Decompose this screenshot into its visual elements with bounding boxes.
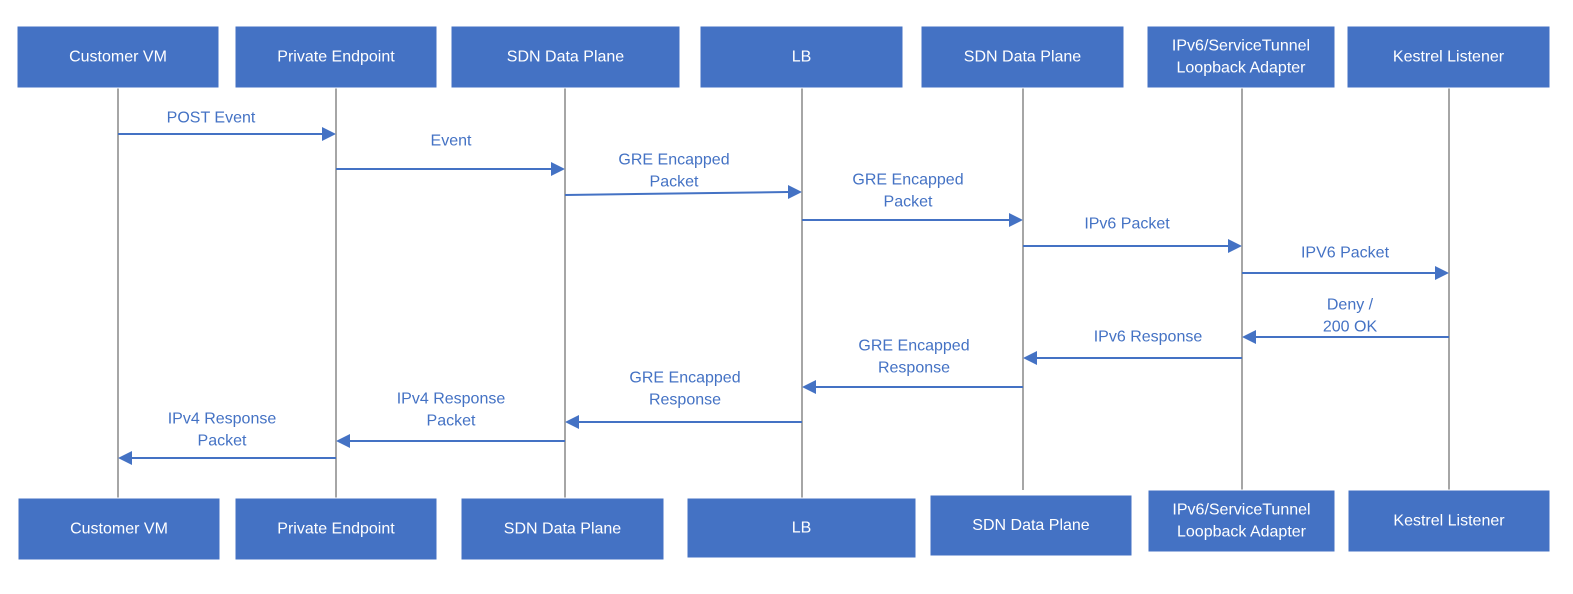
- arrowhead-icon: [551, 162, 565, 176]
- message-label: GRE Encapped: [852, 172, 963, 189]
- arrowhead-icon: [565, 415, 579, 429]
- participant-box-bottom-sdn-data-plane-2: SDN Data Plane: [929, 494, 1133, 557]
- message-label: Packet: [427, 413, 476, 430]
- message-label: Packet: [650, 174, 699, 191]
- participant-box-bottom-private-endpoint: Private Endpoint: [234, 497, 438, 561]
- arrowhead-icon: [788, 185, 802, 199]
- participant-box-top-private-endpoint: Private Endpoint: [234, 25, 438, 89]
- participant-box-top-customer-vm: Customer VM: [16, 25, 220, 89]
- participant-label: Kestrel Listener: [1393, 49, 1505, 66]
- participant-box-rect: [1147, 489, 1336, 553]
- participant-label: SDN Data Plane: [507, 49, 624, 66]
- participant-label: IPv6/ServiceTunnel: [1172, 38, 1310, 55]
- message-arrow-6: IPV6 Packet: [1242, 245, 1449, 280]
- participant-box-rect: [17, 497, 221, 561]
- participant-box-rect: [16, 25, 220, 89]
- participant-label: Private Endpoint: [277, 521, 395, 538]
- arrowhead-icon: [1009, 213, 1023, 227]
- participant-label: Loopback Adapter: [1177, 60, 1307, 77]
- participant-box-rect: [1146, 25, 1336, 89]
- participant-box-rect: [929, 494, 1133, 557]
- participant-box-rect: [450, 25, 681, 89]
- participant-box-bottom-sdn-data-plane-1: SDN Data Plane: [460, 497, 665, 561]
- participant-label: SDN Data Plane: [964, 49, 1081, 66]
- participant-label: LB: [792, 520, 812, 537]
- message-arrow-1: POST Event: [118, 110, 336, 141]
- message-label: IPv4 Response: [168, 411, 277, 428]
- message-arrow-7: Deny / 200 OK: [1242, 297, 1449, 344]
- message-label: Packet: [198, 433, 247, 450]
- message-label: Response: [878, 360, 950, 377]
- arrowhead-icon: [1228, 239, 1242, 253]
- arrowhead-icon: [1023, 351, 1037, 365]
- participant-box-rect: [686, 497, 917, 559]
- message-label: IPV6 Packet: [1301, 245, 1390, 262]
- participant-label: SDN Data Plane: [972, 517, 1089, 534]
- arrowhead-icon: [802, 380, 816, 394]
- participant-label: SDN Data Plane: [504, 521, 621, 538]
- participant-label: IPv6/ServiceTunnel: [1172, 502, 1310, 519]
- arrowhead-icon: [1435, 266, 1449, 280]
- message-label: POST Event: [167, 110, 256, 127]
- participant-box-bottom-customer-vm: Customer VM: [17, 497, 221, 561]
- participant-box-top-lb: LB: [699, 25, 904, 89]
- lifelines: [117, 88, 1450, 498]
- participant-label: Kestrel Listener: [1393, 513, 1505, 530]
- participant-box-bottom-lb: LB: [686, 497, 917, 559]
- participant-box-bottom-kestrel-listener: Kestrel Listener: [1347, 489, 1551, 553]
- arrowhead-icon: [322, 127, 336, 141]
- message-label: IPv6 Response: [1094, 329, 1203, 346]
- participant-box-rect: [699, 25, 904, 89]
- participant-box-rect: [234, 25, 438, 89]
- message-label: Packet: [884, 194, 933, 211]
- participant-label: LB: [792, 49, 812, 66]
- message-label: Deny /: [1327, 297, 1374, 314]
- participant-box-top-sdn-data-plane-2: SDN Data Plane: [920, 25, 1125, 89]
- message-label: GRE Encapped: [858, 338, 969, 355]
- message-arrow-8: IPv6 Response: [1023, 329, 1242, 365]
- message-arrow-5: IPv6 Packet: [1023, 216, 1242, 253]
- arrowhead-icon: [118, 451, 132, 465]
- message-label: IPv6 Packet: [1084, 216, 1170, 233]
- message-label: GRE Encapped: [618, 152, 729, 169]
- message-label: Response: [649, 392, 721, 409]
- participant-box-rect: [920, 25, 1125, 89]
- participant-label: Loopback Adapter: [1177, 524, 1307, 541]
- message-label: GRE Encapped: [629, 370, 740, 387]
- arrowhead-icon: [336, 434, 350, 448]
- participant-box-rect: [1346, 25, 1551, 89]
- participant-label: Private Endpoint: [277, 49, 395, 66]
- message-label: Event: [431, 133, 472, 150]
- participant-box-rect: [234, 497, 438, 561]
- message-arrow-2: Event: [336, 133, 565, 176]
- participant-box-top-sdn-data-plane-1: SDN Data Plane: [450, 25, 681, 89]
- participant-label: Customer VM: [69, 49, 167, 66]
- message-label: IPv4 Response: [397, 391, 506, 408]
- participant-box-rect: [460, 497, 665, 561]
- message-line: [564, 191, 789, 196]
- participant-label: Customer VM: [70, 521, 168, 538]
- arrowhead-icon: [1242, 330, 1256, 344]
- message-label: 200 OK: [1323, 319, 1378, 336]
- participant-box-top-kestrel-listener: Kestrel Listener: [1346, 25, 1551, 89]
- participant-box-rect: [1347, 489, 1551, 553]
